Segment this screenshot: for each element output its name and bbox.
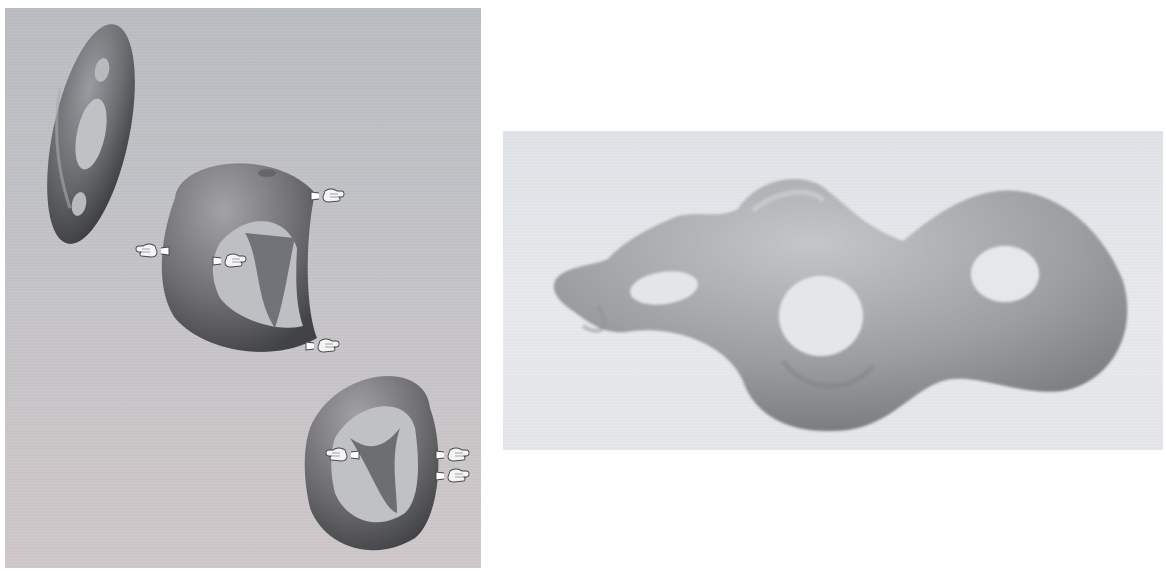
hand-icon [436,469,469,482]
right-photo-drawing [503,131,1163,450]
right-photo [503,131,1163,450]
hand-icon [436,448,469,461]
left-photo [5,8,481,568]
triple-genus-surface [554,179,1127,431]
torus-with-hands-stretching [305,376,469,550]
left-photo-drawing [5,8,481,568]
torus-with-hands-deforming [136,163,344,352]
double-torus [31,17,152,252]
hand-icon [311,189,344,202]
